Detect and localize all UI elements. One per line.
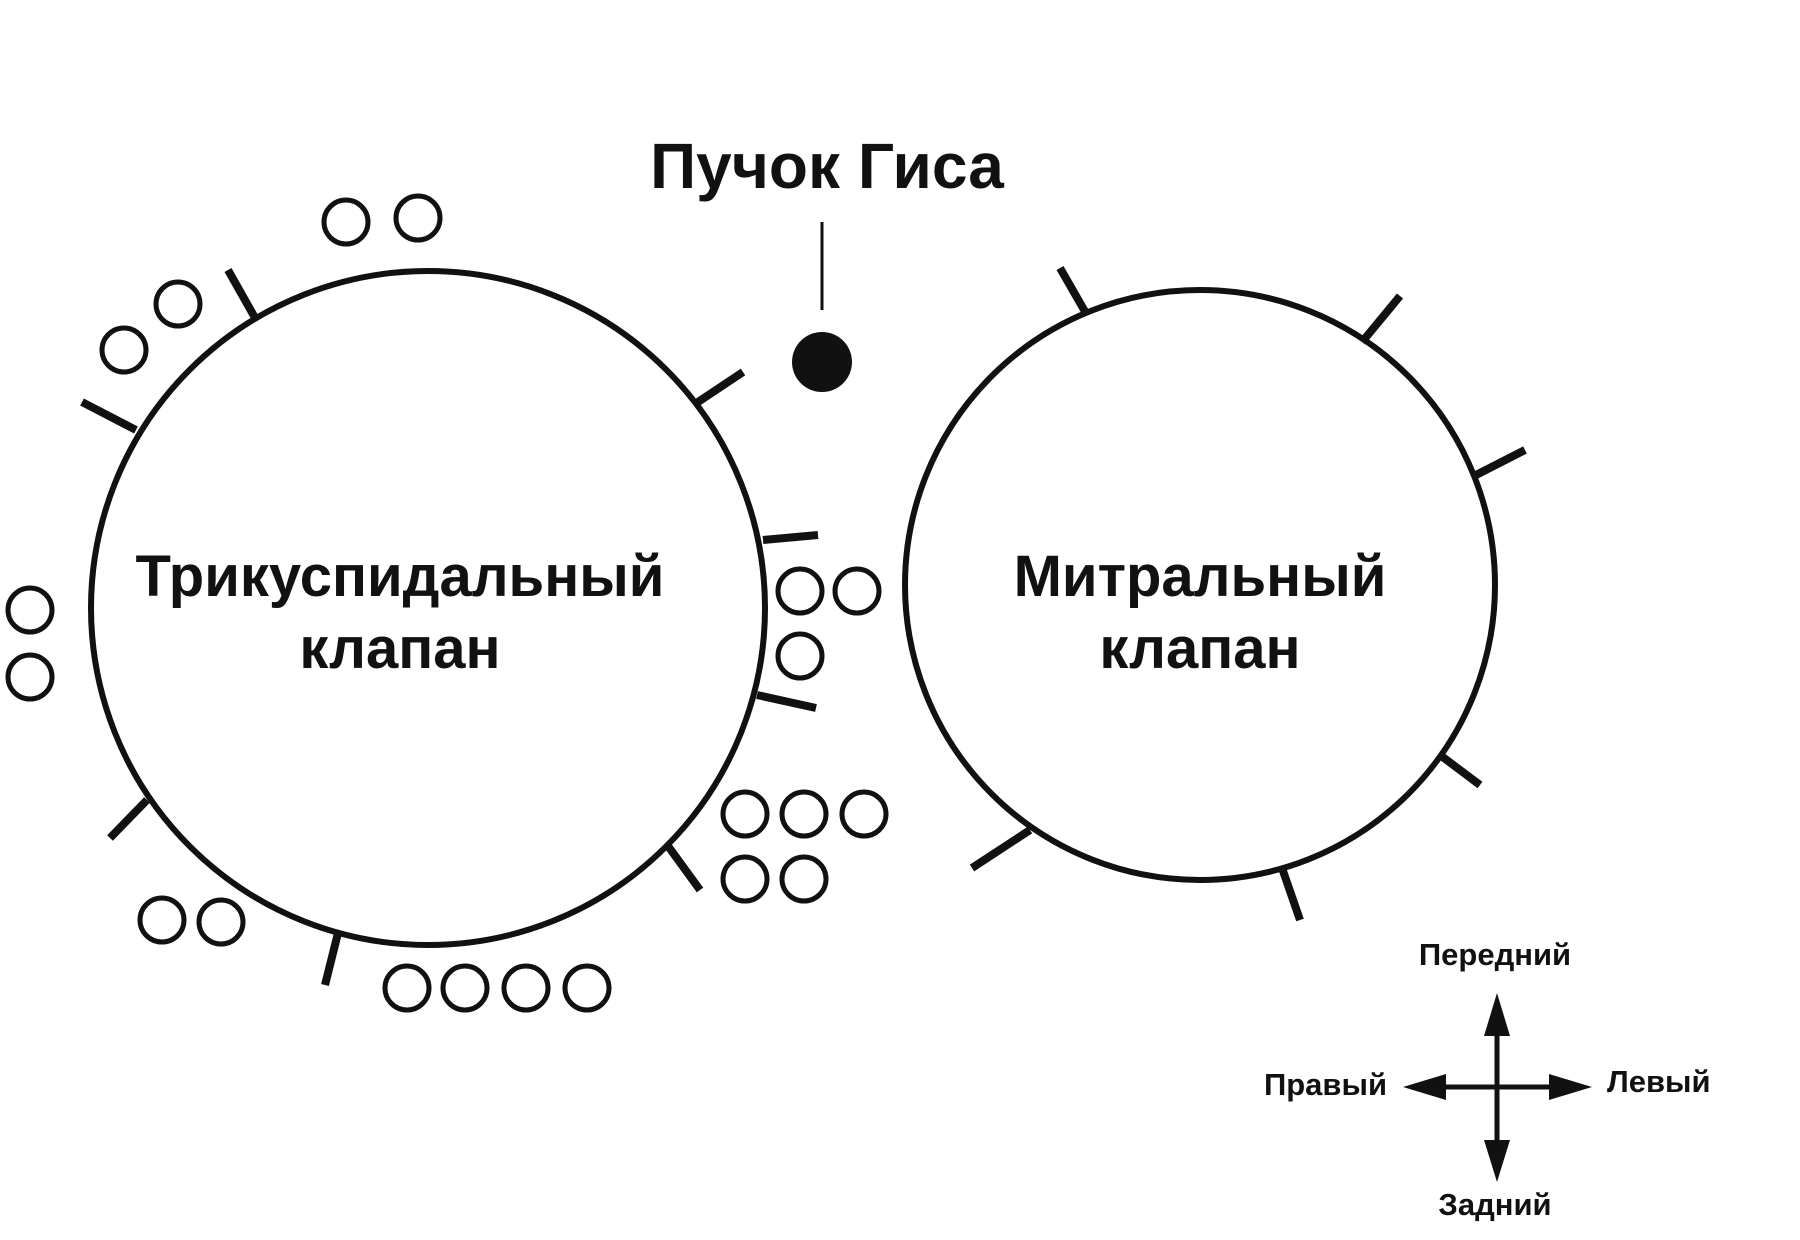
open-circle xyxy=(832,566,882,616)
tricuspid-tick xyxy=(695,368,746,406)
compass-anterior-label: Передний xyxy=(1419,937,1571,972)
tricuspid-tick xyxy=(224,268,258,318)
arrow-up-icon xyxy=(1484,993,1510,1036)
open-circle xyxy=(775,631,825,681)
open-circle xyxy=(501,963,551,1013)
arrow-right-icon xyxy=(1549,1074,1592,1100)
open-circle xyxy=(779,789,829,839)
open-circle xyxy=(839,789,889,839)
mitral-tick xyxy=(969,826,1033,872)
open-circle xyxy=(196,897,246,947)
open-circle xyxy=(562,963,612,1013)
mitral-tick xyxy=(1056,266,1091,317)
mitral-tick xyxy=(1472,446,1527,480)
open-circle xyxy=(720,854,770,904)
tricuspid-label-line1: Трикуспидальный xyxy=(136,544,665,609)
mitral-ticks xyxy=(969,266,1527,922)
mitral-label-line1: Митральный xyxy=(1014,544,1387,609)
open-circle xyxy=(137,895,187,945)
mitral-tick xyxy=(1278,866,1304,922)
open-circle xyxy=(5,585,55,635)
tricuspid-tick xyxy=(756,691,817,712)
tricuspid-tick xyxy=(321,932,342,986)
arrow-left-icon xyxy=(1403,1074,1446,1100)
open-circle xyxy=(5,652,55,702)
orientation-compass: Передний Задний Правый Левый xyxy=(1264,937,1711,1222)
tricuspid-surrounding-circles xyxy=(5,193,889,1013)
arrow-down-icon xyxy=(1484,1140,1510,1182)
open-circle xyxy=(779,854,829,904)
open-circle xyxy=(440,963,490,1013)
tricuspid-tick xyxy=(664,843,704,893)
open-circle xyxy=(99,325,149,375)
open-circle xyxy=(393,193,443,243)
open-circle xyxy=(153,279,203,329)
open-circle xyxy=(720,789,770,839)
tricuspid-tick xyxy=(80,398,138,434)
his-bundle-dot xyxy=(792,332,852,392)
tricuspid-ticks xyxy=(80,268,819,986)
tricuspid-tick xyxy=(762,531,819,544)
mitral-label-line2: клапан xyxy=(1099,616,1300,681)
tricuspid-tick xyxy=(107,797,150,841)
mitral-valve-ring xyxy=(902,287,1498,883)
compass-left-label: Левый xyxy=(1607,1064,1711,1099)
his-bundle-label: Пучок Гиса xyxy=(650,130,1004,202)
compass-right-label: Правый xyxy=(1264,1067,1387,1102)
tricuspid-valve-ring xyxy=(88,268,768,948)
open-circle xyxy=(321,197,371,247)
mitral-tick xyxy=(1358,293,1404,345)
tricuspid-label-line2: клапан xyxy=(299,616,500,681)
open-circle xyxy=(775,566,825,616)
mitral-tick xyxy=(1437,751,1483,789)
compass-posterior-label: Задний xyxy=(1438,1187,1551,1222)
open-circle xyxy=(382,963,432,1013)
